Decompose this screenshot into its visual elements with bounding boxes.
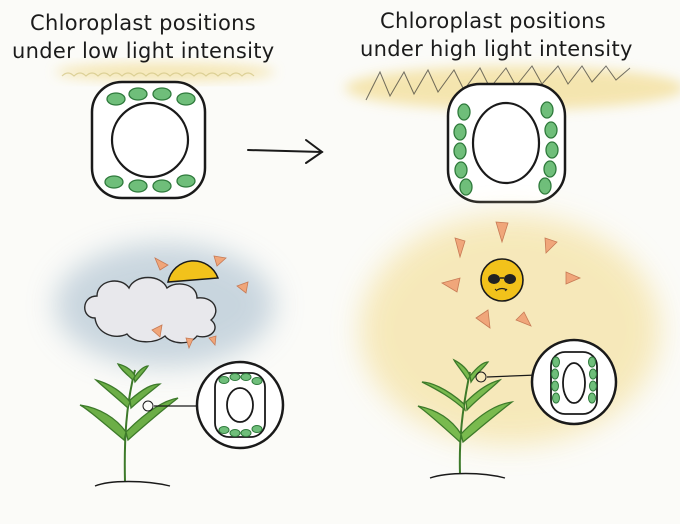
- chloroplast: [540, 101, 554, 119]
- ray: [151, 324, 163, 338]
- right-arrow-icon: [247, 139, 324, 164]
- ray: [208, 335, 217, 346]
- chloroplast: [552, 392, 560, 404]
- chloroplast: [459, 178, 473, 196]
- cloud-with-sun-icon: [84, 255, 249, 350]
- leaf: [93, 378, 131, 410]
- chloroplast: [128, 179, 148, 193]
- cloudy-rays: [151, 255, 249, 350]
- ray: [440, 277, 461, 293]
- chloroplast: [106, 92, 126, 106]
- plant-left: [79, 363, 179, 487]
- leaf: [460, 401, 515, 444]
- chloroplast: [152, 179, 172, 193]
- chloroplast: [176, 174, 196, 188]
- high-light-title-line-2: under high light intensity: [360, 37, 633, 61]
- chloroplast: [543, 160, 557, 178]
- ray: [495, 221, 509, 244]
- chloroplast: [454, 161, 468, 179]
- ray: [565, 271, 582, 285]
- zoom-connector-right: [475, 371, 538, 383]
- leaf: [129, 383, 162, 410]
- leaf: [125, 397, 179, 442]
- leaf: [465, 378, 503, 412]
- zoom-cell-high: [530, 338, 618, 426]
- ray: [154, 257, 169, 271]
- high-light-cell: [446, 82, 567, 204]
- leaf: [417, 405, 462, 444]
- chloroplast: [104, 175, 124, 189]
- sunglasses-icon: [488, 274, 516, 292]
- chloroplast: [453, 123, 467, 141]
- ray: [236, 281, 249, 294]
- low-light-chloroplasts: [104, 87, 196, 193]
- chloroplast: [588, 392, 596, 404]
- sun-with-sunglasses-icon: [440, 221, 582, 329]
- ray: [515, 311, 532, 327]
- sun-behind-cloud: [167, 260, 220, 283]
- chloroplast: [229, 429, 241, 437]
- ray: [213, 255, 227, 267]
- chloroplast: [152, 87, 172, 101]
- chloroplast: [128, 87, 148, 101]
- chloroplast: [457, 103, 471, 121]
- chloroplast: [240, 373, 252, 381]
- chloroplast: [240, 429, 252, 437]
- sun-rays: [440, 221, 582, 329]
- chloroplast: [251, 377, 263, 385]
- chloroplast: [218, 376, 230, 384]
- chloroplast: [538, 177, 552, 195]
- low-light-title-line-1: Chloroplast positions: [30, 11, 256, 35]
- cloud: [84, 276, 217, 344]
- high-light-title-line-1: Chloroplast positions: [380, 9, 606, 33]
- ray: [544, 237, 558, 254]
- chloroplast: [588, 356, 596, 368]
- low-light-cell: [90, 80, 207, 200]
- chloroplast: [229, 373, 241, 381]
- high-light-chloroplasts: [453, 101, 559, 196]
- chloroplast: [552, 356, 560, 368]
- leaf: [79, 404, 127, 442]
- chloroplast: [545, 141, 559, 159]
- chloroplast: [589, 368, 597, 380]
- leaf: [421, 381, 466, 412]
- sunny-glow: [360, 215, 660, 445]
- leaf: [116, 363, 136, 382]
- ray: [185, 337, 194, 350]
- chloroplast: [176, 92, 196, 106]
- chloroplast: [551, 380, 559, 392]
- leaf: [133, 365, 150, 384]
- ray: [475, 309, 491, 329]
- chloroplast: [218, 426, 230, 434]
- chloroplast: [453, 142, 467, 160]
- ray: [454, 237, 466, 259]
- chloroplast: [251, 425, 263, 433]
- leaf: [452, 358, 471, 382]
- low-light-glow: [55, 63, 275, 81]
- zoom-cell-low: [195, 360, 285, 450]
- chloroplast: [589, 380, 597, 392]
- chloroplast: [551, 368, 559, 380]
- low-light-title-line-2: under low light intensity: [12, 39, 275, 63]
- zoom-connector-left: [142, 400, 197, 412]
- sun-face: [480, 258, 524, 302]
- chloroplast: [544, 121, 558, 139]
